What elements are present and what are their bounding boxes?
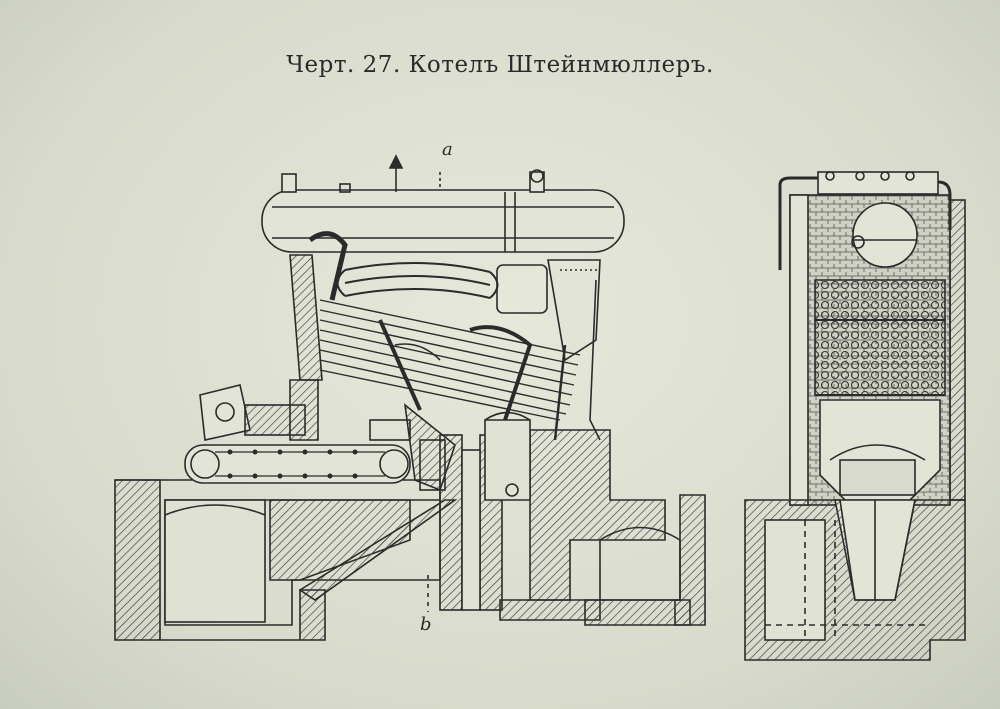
figure-caption: Черт. 27. Котелъ Штейнмюллеръ. xyxy=(286,52,714,78)
longitudinal-section xyxy=(114,154,706,641)
label-b: b xyxy=(420,614,432,635)
label-a: a xyxy=(442,139,453,160)
cross-section xyxy=(744,171,966,661)
